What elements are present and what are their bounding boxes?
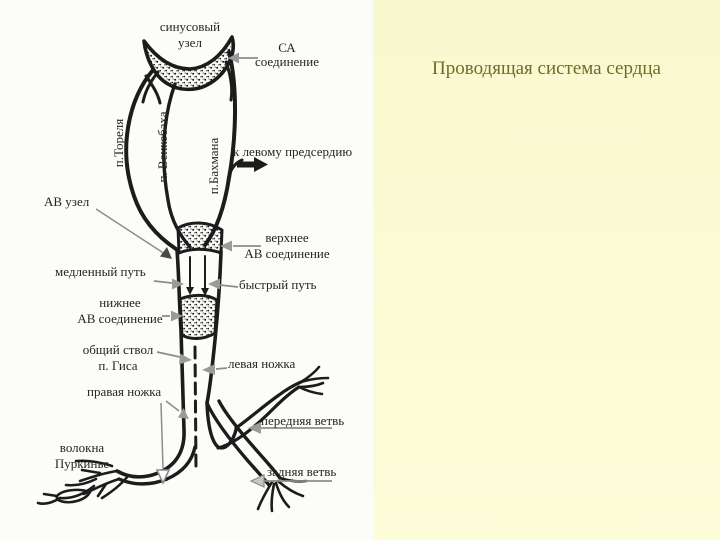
tract-wenckebach-label: п. Венкебаха [155,111,170,183]
sa-junction-label: СА соединение [254,40,319,69]
fast-path-label: быстрый путь [239,277,317,292]
heart-conduction-drawing [36,35,332,513]
posterior-branch-label: задняя ветвь [267,464,337,479]
tract-thorel-label: п.Тореля [111,118,126,168]
left-atrium-arrow-icon [237,157,268,172]
slow-path-label: медленный путь [55,264,146,279]
anterior-branch-label: передняя ветвь [261,413,345,428]
av-node-arrow [95,208,172,259]
fast-path-arrow [208,278,239,290]
left-branch-arrow [202,364,228,375]
his-trunk-label: общий ствол п. Гиса [82,342,154,373]
tract-curve-left [124,68,178,251]
sinus-node-label: синусовый узел [159,19,221,50]
lower-av-junction-label: нижнее АВ соединение [77,295,163,326]
right-branch-arrow-upper [165,400,189,419]
left-branch-label: левая ножка [228,356,296,371]
upper-av-junction-label: верхнее АВ соединение [244,230,330,261]
av-node-shape [176,221,224,255]
tract-bachmann-label: п.Бахмана [206,137,221,195]
upper-av-junction-arrow [220,240,261,252]
sinus-node-shape [142,35,235,92]
lower-av-junction-shape [178,293,219,340]
page-title: Проводящая система сердца [432,58,661,79]
right-branch-arrow-lower [155,402,171,485]
purkinje-fibers-shape [36,459,130,506]
anterior-branch-arrow [248,422,332,434]
posterior-branch-arrow [249,474,332,488]
right-branch-label: правая ножка [87,384,162,399]
diagram-panel: синусовый узел СА соединение п.Тореля п.… [36,19,353,513]
to-left-atrium-label: к левому предсердию [233,144,353,159]
purkinje-fibers-label: волокна Пуркинье [54,440,110,471]
slow-path-arrow [153,278,184,290]
av-node-label: АВ узел [44,194,90,209]
his-trunk-arrow [156,351,192,365]
sa-junction-arrow [228,52,258,64]
lower-av-junction-arrow [162,310,183,322]
